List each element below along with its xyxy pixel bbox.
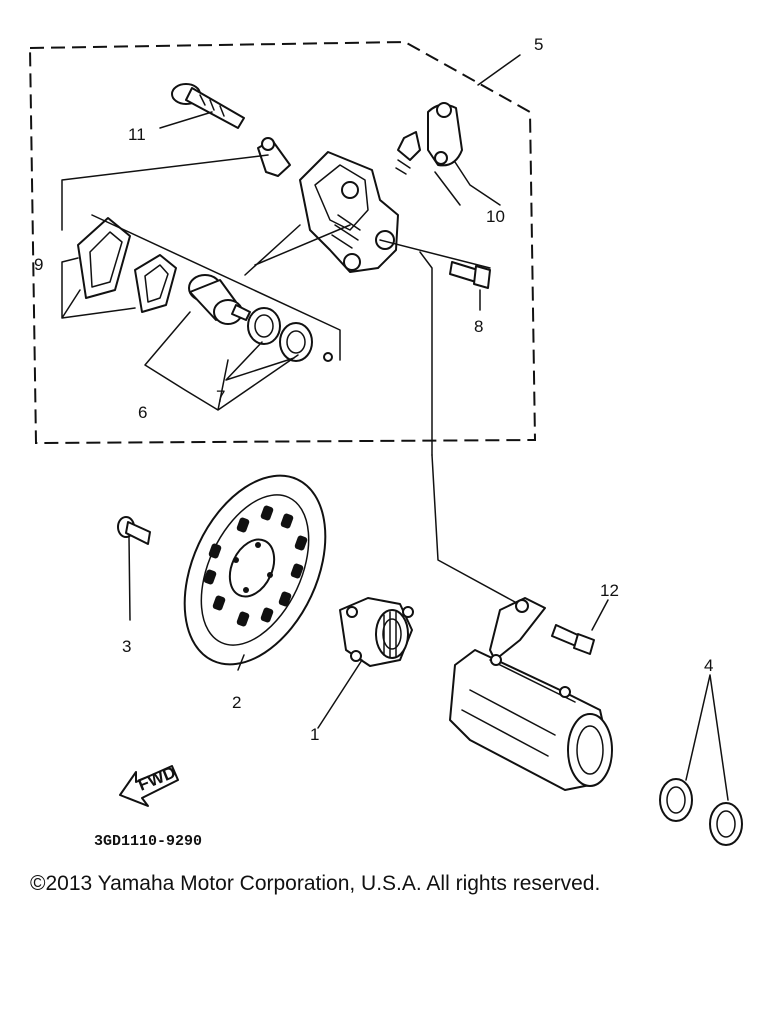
- callout-6: 6: [138, 403, 147, 422]
- part-12-bolt: [551, 599, 609, 655]
- callout-5: 5: [534, 35, 543, 54]
- leader-lines: [61, 54, 521, 411]
- part-11-bolt: [171, 83, 245, 129]
- callout-8: 8: [474, 317, 483, 336]
- part-6-piston: [188, 274, 251, 325]
- exploded-parts-diagram: FWD 5 11 10 9 8 7 6 3 2 1 12 4 3GD1110-9…: [28, 35, 743, 850]
- part-2-brake-disc: [183, 474, 327, 671]
- part-8-bolt: [449, 261, 491, 289]
- callout-1: 1: [310, 725, 319, 744]
- part-9-brake-pads: [77, 217, 177, 313]
- callout-4: 4: [704, 656, 713, 675]
- part-1-hub: [317, 597, 414, 729]
- part-pin-clip: [257, 137, 291, 177]
- assembly-guide-lines: [61, 154, 491, 456]
- fwd-arrow-icon: FWD: [119, 763, 179, 807]
- callout-12: 12: [600, 581, 619, 600]
- callout-7: 7: [216, 387, 225, 406]
- copyright-notice: ©2013 Yamaha Motor Corporation, U.S.A. A…: [30, 872, 601, 895]
- caliper-assembly-boundary: [28, 40, 537, 445]
- caliper-mount-guide: [431, 454, 516, 603]
- callout-11: 11: [128, 125, 146, 144]
- part-7-seals: [247, 307, 333, 362]
- callout-9: 9: [34, 255, 43, 274]
- part-10-bracket: [395, 102, 463, 175]
- callout-10: 10: [486, 207, 505, 226]
- caliper-body: [299, 151, 399, 273]
- callout-2: 2: [232, 693, 241, 712]
- part-3-bolt: [117, 516, 151, 621]
- axle-housing: [449, 597, 613, 791]
- part-4-nuts: [659, 674, 743, 846]
- drawing-code: 3GD1110-9290: [94, 833, 202, 850]
- callout-3: 3: [122, 637, 131, 656]
